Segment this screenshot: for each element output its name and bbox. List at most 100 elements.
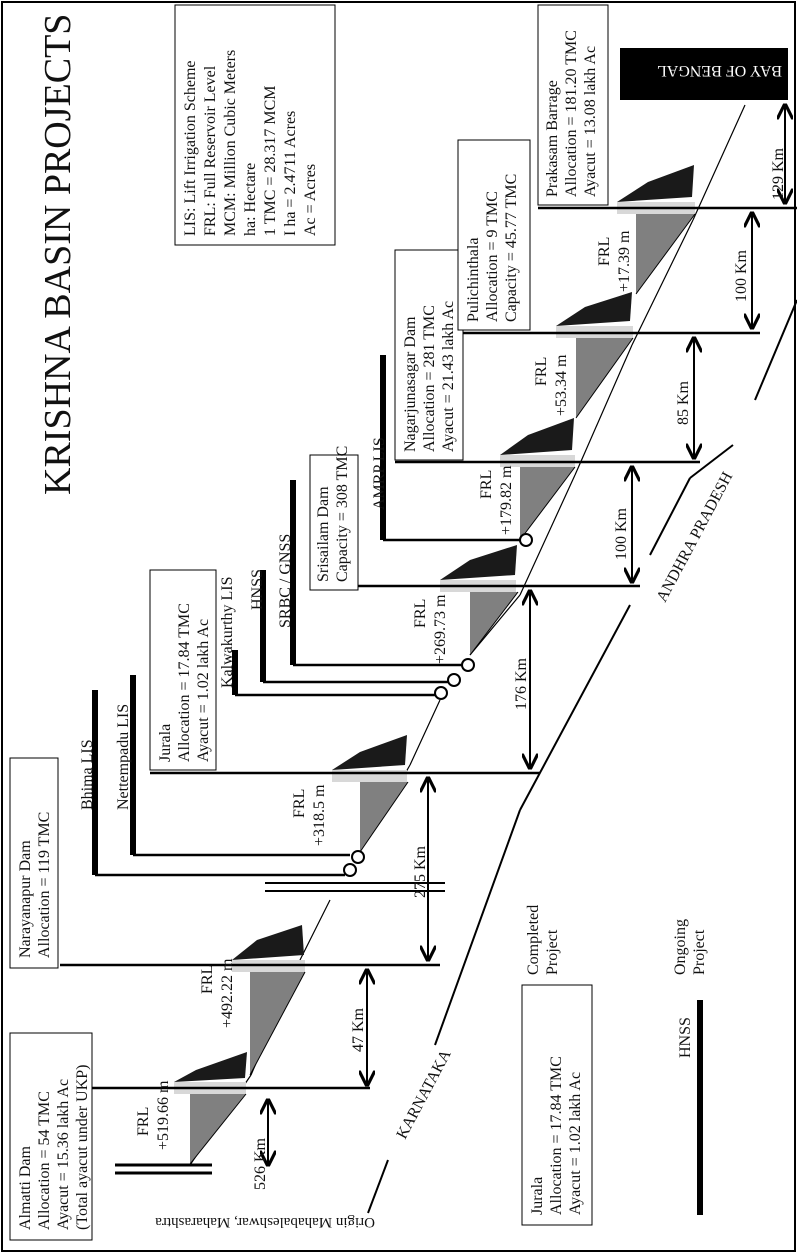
info-box-almatti: Almatti Dam Allocation = 54 TMC Ayacut =…: [9, 1032, 93, 1241]
svg-text:Allocation = 17.84 TMC: Allocation = 17.84 TMC: [176, 603, 193, 762]
bay-of-bengal: BAY OF BENGAL: [620, 48, 788, 100]
dam-srisailam: [310, 545, 640, 656]
svg-text:Jurala: Jurala: [157, 724, 174, 762]
svg-text:SRBC / GNSS: SRBC / GNSS: [277, 534, 294, 628]
svg-text:Nettempadu LIS: Nettempadu LIS: [115, 704, 132, 810]
distance-129km: 129 Km: [770, 105, 787, 203]
svg-text:Srisailam Dam: Srisailam Dam: [315, 486, 332, 582]
svg-text:Allocation = 281 TMC: Allocation = 281 TMC: [421, 305, 438, 452]
dam-pulichinthala: [460, 292, 760, 419]
svg-text:HNSS: HNSS: [249, 569, 266, 610]
svg-text:100 Km: 100 Km: [733, 249, 750, 302]
svg-text:FRL: FRL: [596, 237, 613, 266]
svg-text:Ayacut = 21.43 lakh Ac: Ayacut = 21.43 lakh Ac: [440, 301, 457, 452]
svg-text:526 Km: 526 Km: [252, 1137, 269, 1190]
svg-text:Kalwakurthy LIS: Kalwakurthy LIS: [219, 576, 236, 688]
svg-text:(Total ayacut under UKP): (Total ayacut under UKP): [74, 1065, 91, 1231]
svg-text:FRL: FRL: [533, 357, 550, 386]
svg-text:HNSS: HNSS: [677, 1017, 694, 1058]
svg-text:Jurala: Jurala: [529, 1177, 546, 1215]
abbr-line: ha: Hectare: [242, 163, 259, 236]
svg-text:176 Km: 176 Km: [513, 657, 530, 710]
lis-kalwakurthy: Kalwakurthy LIS: [219, 576, 448, 700]
svg-text:+269.73 m: +269.73 m: [432, 594, 449, 664]
abbr-line: I ha = 2.4711 Acres: [282, 111, 299, 236]
border-crossing-marker: [265, 882, 445, 892]
frl-almatti: FRL +519.66 m: [135, 1080, 172, 1150]
svg-text:Allocation = 17.84 TMC: Allocation = 17.84 TMC: [548, 1056, 565, 1215]
dam-narayanapur: [60, 925, 440, 1076]
svg-text:47 Km: 47 Km: [350, 1007, 367, 1052]
svg-text:129 Km: 129 Km: [770, 147, 787, 200]
lis-hnss: HNSS: [249, 569, 461, 687]
info-box-narayanapur: Narayanapur Dam Allocation = 119 TMC: [9, 757, 59, 969]
svg-text:85 Km: 85 Km: [675, 380, 692, 425]
distance-47km: 47 Km: [350, 970, 367, 1085]
abbr-line: LIS: Lift Irrigation Scheme: [182, 60, 199, 236]
abbreviation-box: LIS: Lift Irrigation Scheme FRL: Full Re…: [174, 4, 336, 246]
abbr-line: 1 TMC = 28.317 MCM: [262, 85, 279, 236]
legend-ongoing: HNSS Ongoing Project: [672, 919, 708, 1215]
svg-text:100 Km: 100 Km: [613, 507, 630, 560]
distance-85km: 85 Km: [675, 338, 694, 458]
svg-text:FRL: FRL: [478, 470, 495, 499]
lis-amrp: AMRP LIS: [371, 355, 533, 547]
frl-pulichinthala: FRL +53.34 m: [533, 354, 570, 416]
svg-text:+519.66 m: +519.66 m: [155, 1080, 172, 1150]
dam-almatti: [60, 1052, 370, 1165]
origin-marker: [115, 1163, 212, 1175]
distance-275km: 275 Km: [412, 778, 429, 960]
svg-text:Project: Project: [544, 929, 561, 975]
svg-text:FRL: FRL: [199, 965, 216, 994]
svg-text:Ayacut = 1.02 lakh Ac: Ayacut = 1.02 lakh Ac: [195, 619, 212, 762]
legend-example-box: Jurala Allocation = 17.84 TMC Ayacut = 1…: [521, 984, 593, 1226]
svg-text:Capacity = 308 TMC: Capacity = 308 TMC: [334, 446, 351, 582]
svg-text:Project: Project: [691, 929, 708, 975]
frl-nagarjunasagar: FRL +179.82 m: [478, 465, 515, 535]
distance-100km-a: 100 Km: [613, 467, 632, 582]
svg-text:FRL: FRL: [135, 1107, 152, 1136]
svg-text:Ayacut = 15.36 lakh Ac: Ayacut = 15.36 lakh Ac: [55, 1079, 72, 1230]
svg-text:Prakasam Barrage: Prakasam Barrage: [544, 80, 561, 197]
frl-narayanapur: FRL +492.22 m: [199, 958, 236, 1028]
svg-text:AMRP LIS: AMRP LIS: [371, 437, 388, 510]
svg-text:Allocation = 54 TMC: Allocation = 54 TMC: [36, 1091, 53, 1230]
andhra-pradesh-label: ANDHRA PRADESH: [654, 469, 737, 605]
distance-526km: 526 Km: [252, 1100, 269, 1190]
dam-jurala: [150, 735, 540, 853]
svg-text:Almatti Dam: Almatti Dam: [17, 1145, 34, 1230]
svg-text:Capacity = 45.77 TMC: Capacity = 45.77 TMC: [503, 174, 520, 322]
karnataka-label: KARNATAKA: [394, 1047, 455, 1142]
svg-text:Allocation = 181.20 TMC: Allocation = 181.20 TMC: [563, 30, 580, 197]
lis-nettempadu: Nettempadu LIS: [115, 675, 365, 864]
info-box-nagarjunasagar: Nagarjunasagar Dam Allocation = 281 TMC …: [394, 249, 464, 461]
lis-bhima: Bhima LIS: [79, 690, 357, 877]
abbr-line: Ac = Acres: [302, 164, 319, 236]
svg-text:Pulichinthala: Pulichinthala: [465, 238, 482, 322]
svg-text:Ongoing: Ongoing: [672, 919, 689, 975]
legend-completed-label: Completed Project: [525, 905, 561, 975]
info-box-pulichinthala: Pulichinthala Allocation = 9 TMC Capacit…: [457, 139, 531, 331]
dam-prakasam: [538, 165, 797, 295]
lis-srbc-gnss: SRBC / GNSS: [277, 480, 475, 672]
svg-text:Ayacut = 13.08 lakh Ac: Ayacut = 13.08 lakh Ac: [582, 46, 599, 197]
svg-text:+17.39 m: +17.39 m: [616, 230, 633, 292]
svg-text:Nagarjunasagar Dam: Nagarjunasagar Dam: [402, 316, 419, 452]
origin-label: Origin Mahabaleshwar, Maharashtra: [155, 1214, 375, 1230]
svg-text:Completed: Completed: [525, 905, 542, 975]
svg-text:FRL: FRL: [412, 599, 429, 628]
svg-text:275 Km: 275 Km: [412, 845, 429, 898]
abbr-line: FRL: Full Reservoir Level: [202, 65, 219, 236]
svg-text:+492.22 m: +492.22 m: [219, 958, 236, 1028]
svg-text:+53.34 m: +53.34 m: [553, 354, 570, 416]
svg-text:+318.5 m: +318.5 m: [311, 784, 328, 846]
info-box-prakasam: Prakasam Barrage Allocation = 181.20 TMC…: [537, 4, 609, 206]
info-box-jurala: Jurala Allocation = 17.84 TMC Ayacut = 1…: [149, 569, 217, 771]
frl-srisailam: FRL +269.73 m: [412, 594, 449, 664]
dam-nagarjunasagar: [395, 418, 700, 541]
svg-text:Narayanapur Dam: Narayanapur Dam: [17, 840, 34, 958]
legend: Jurala Allocation = 17.84 TMC Ayacut = 1…: [521, 905, 708, 1226]
frl-prakasam: FRL +17.39 m: [596, 230, 633, 292]
